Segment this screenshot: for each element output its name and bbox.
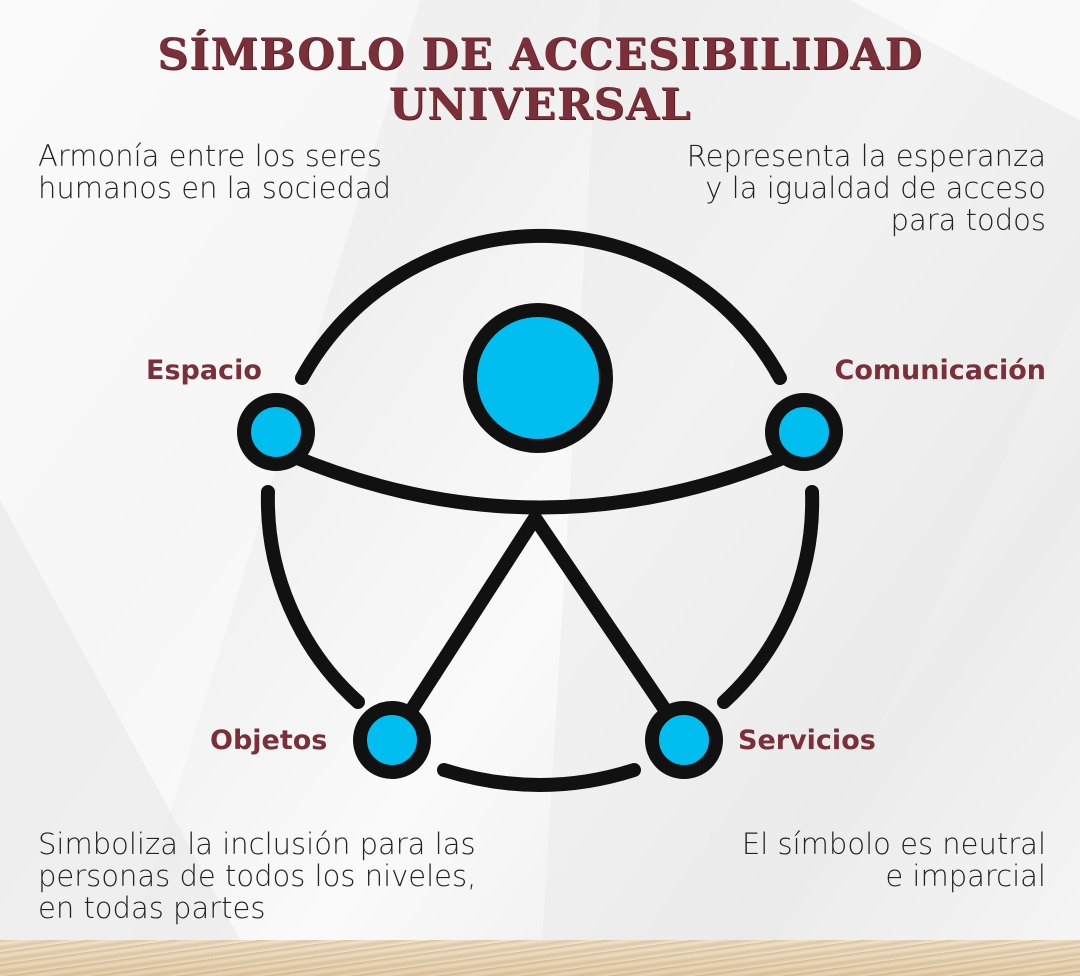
description-line: y la igualdad de acceso — [705, 171, 1046, 205]
label-servicios: Servicios — [738, 725, 876, 756]
description-line: Armonía entre los seres — [38, 139, 382, 173]
label-objetos: Objetos — [210, 725, 328, 756]
label-espacio: Espacio — [146, 355, 262, 386]
ring-arc-top — [295, 228, 787, 385]
description-line: e imparcial — [885, 859, 1046, 893]
left-hand-node — [237, 393, 315, 471]
description-line: para todos — [890, 203, 1046, 237]
left-leg-line — [398, 511, 542, 727]
ring-arc-bottom — [437, 763, 641, 792]
description-top-left: Armonía entre los seres humanos en la so… — [38, 140, 391, 204]
description-line: El símbolo es neutral — [741, 827, 1046, 861]
ring-arc-left — [260, 485, 365, 709]
description-top-right: Representa la esperanza y la igualdad de… — [687, 140, 1046, 236]
description-line: humanos en la sociedad — [38, 171, 391, 205]
right-hand-node — [765, 393, 843, 471]
right-leg-line — [528, 511, 679, 727]
description-line: en todas partes — [38, 891, 266, 925]
head-circle — [463, 303, 613, 453]
label-comunicacion: Comunicación — [834, 355, 1046, 386]
right-foot-node — [645, 701, 723, 779]
description-bottom-left: Simboliza la inclusión para las personas… — [38, 828, 476, 924]
left-foot-node — [353, 701, 431, 779]
arms-line — [283, 448, 797, 515]
description-line: Representa la esperanza — [686, 139, 1046, 173]
description-line: Simboliza la inclusión para las — [38, 827, 476, 861]
description-bottom-right: El símbolo es neutral e imparcial — [742, 828, 1046, 892]
ring-arc-right — [717, 485, 820, 709]
decorative-bottom-border — [0, 940, 1080, 976]
page-title: SÍMBOLO DE ACCESIBILIDAD UNIVERSAL — [157, 30, 923, 130]
description-line: personas de todos los niveles, — [38, 859, 477, 893]
